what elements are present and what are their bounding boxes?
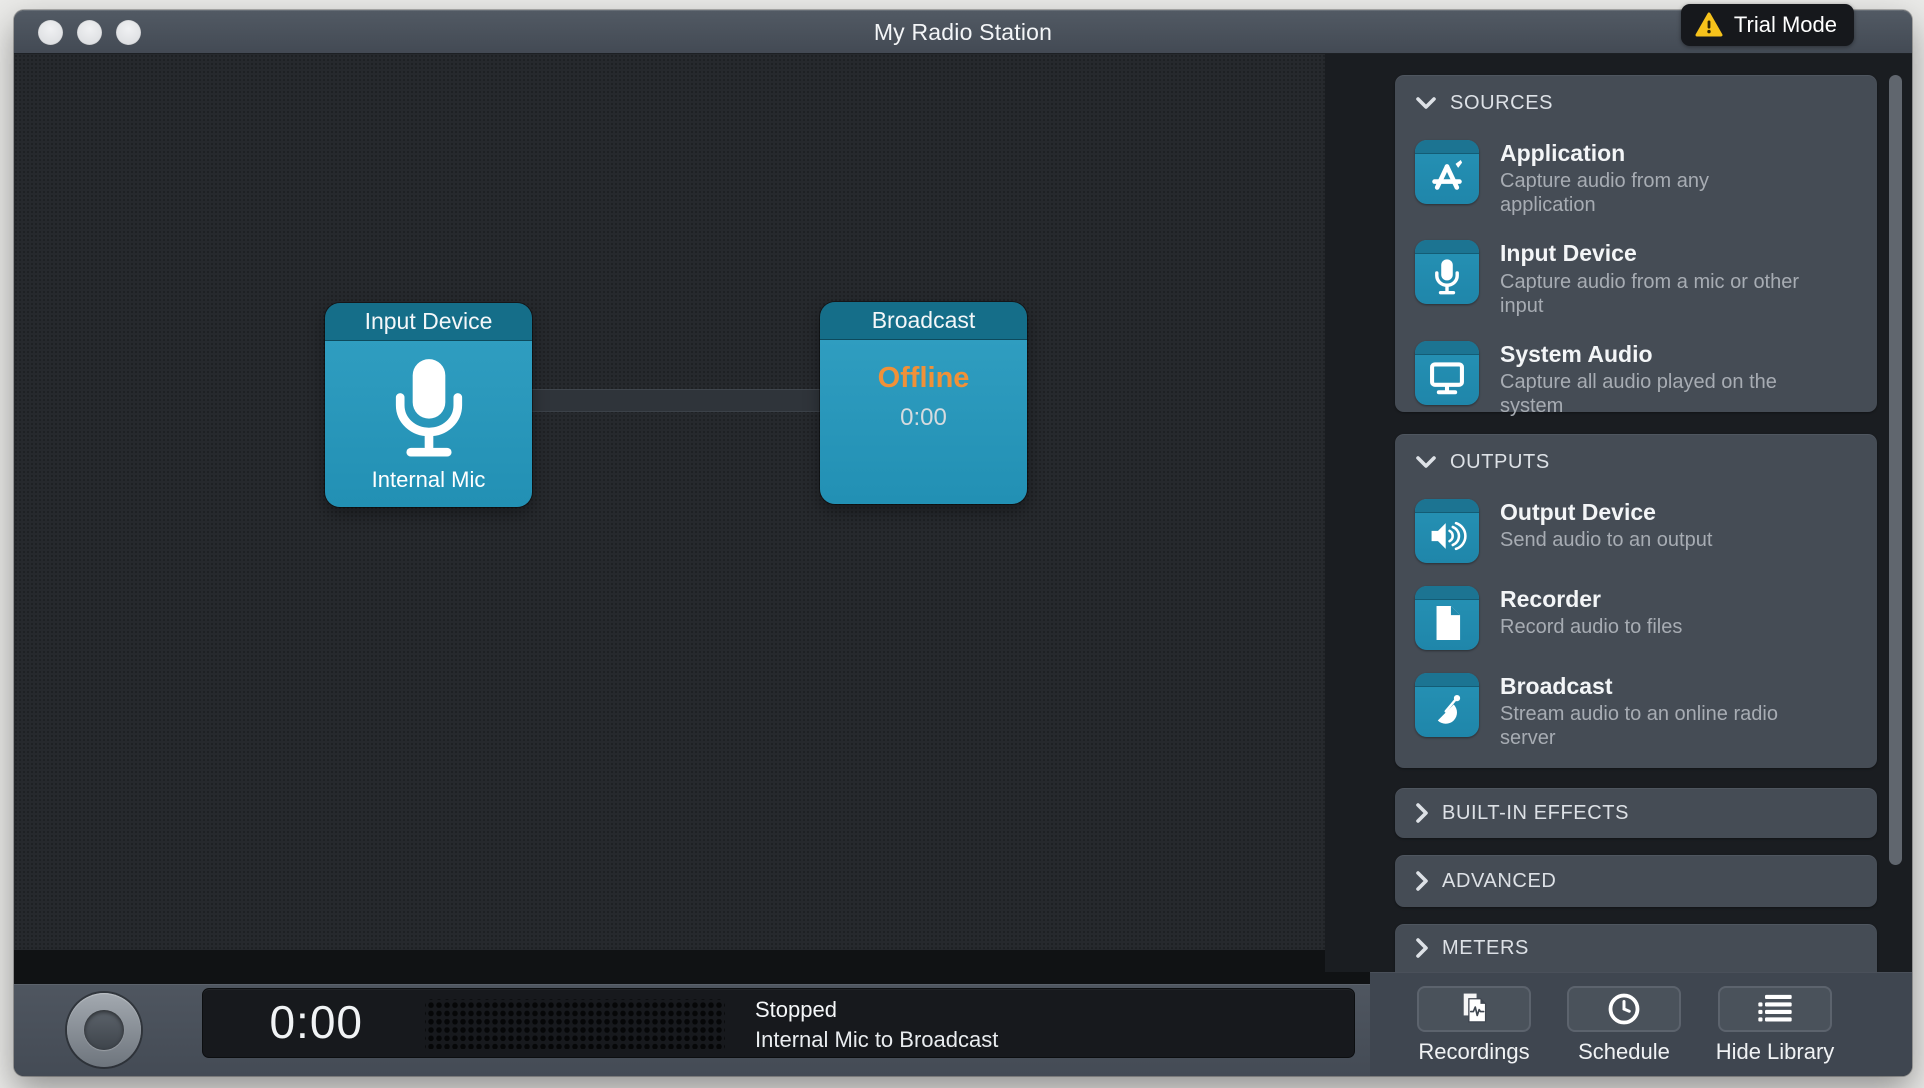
library-item-input-device[interactable]: Input Device Capture audio from a mic or… [1415, 240, 1857, 317]
pipeline-description: Internal Mic to Broadcast [755, 1027, 999, 1052]
transport-status: Stopped [755, 997, 837, 1022]
advanced-section[interactable]: ADVANCED [1395, 855, 1877, 907]
item-description: Stream audio to an online radio server [1500, 703, 1778, 750]
sources-section: SOURCES Application Capture audio from a… [1395, 75, 1877, 417]
item-title: Recorder [1500, 586, 1601, 612]
zoom-window-button[interactable] [116, 20, 141, 45]
microphone-icon [1415, 240, 1479, 305]
outputs-section-header[interactable]: OUTPUTS [1415, 448, 1857, 476]
trial-mode-label: Trial Mode [1733, 12, 1837, 37]
item-title: System Audio [1500, 340, 1653, 367]
library-item-output-device[interactable]: Output Device Send audio to an output [1415, 499, 1857, 563]
broadcast-time: 0:00 [900, 404, 947, 431]
broadcast-status: Offline [877, 362, 970, 394]
item-title: Broadcast [1500, 673, 1613, 699]
transport-display: 0:00 Stopped Internal Mic to Broadcast [202, 988, 1355, 1058]
library-item-broadcast[interactable]: Broadcast Stream audio to an online radi… [1415, 673, 1857, 750]
chevron-down-icon [1415, 455, 1437, 469]
list-icon [1755, 992, 1795, 1026]
meters-section[interactable]: METERS [1395, 924, 1877, 972]
sidebar-scrollbar[interactable] [1889, 75, 1902, 865]
window-title: My Radio Station [873, 18, 1053, 45]
chevron-right-icon [1415, 802, 1429, 824]
clock-icon [1606, 991, 1642, 1027]
library-item-application[interactable]: Application Capture audio from any appli… [1415, 140, 1857, 217]
library-item-recorder[interactable]: Recorder Record audio to files [1415, 586, 1857, 650]
node-device-label: Internal Mic [371, 467, 486, 492]
item-description: Capture all audio played on the system [1500, 371, 1777, 418]
node-title: Input Device [325, 303, 532, 341]
chevron-down-icon [1415, 96, 1437, 110]
minimize-window-button[interactable] [77, 20, 102, 45]
library-footer: Recordings Schedule [1370, 972, 1912, 1076]
session-timer: 0:00 [269, 996, 363, 1048]
recordings-icon [1457, 991, 1491, 1027]
item-description: Capture audio from any application [1500, 170, 1710, 217]
item-description: Capture audio from a mic or other input [1500, 270, 1800, 317]
sources-section-header[interactable]: SOURCES [1415, 89, 1857, 117]
close-window-button[interactable] [38, 20, 63, 45]
chevron-right-icon [1415, 937, 1429, 959]
file-icon [1415, 586, 1479, 650]
node-title: Broadcast [820, 302, 1027, 340]
record-button[interactable] [67, 993, 141, 1067]
audio-connection [532, 389, 822, 412]
schedule-label: Schedule [1578, 1039, 1670, 1064]
hide-library-button[interactable] [1718, 986, 1832, 1032]
canvas-bottom-strip [14, 950, 1370, 984]
microphone-icon [381, 357, 477, 461]
item-title: Input Device [1500, 240, 1637, 267]
speaker-icon [1415, 499, 1479, 563]
title-bar: My Radio Station [14, 10, 1912, 54]
item-description: Send audio to an output [1500, 529, 1713, 552]
trial-mode-badge[interactable]: Trial Mode [1680, 4, 1854, 46]
sidebar-gutter [1325, 54, 1370, 972]
warning-icon [1695, 12, 1723, 38]
satellite-dish-icon [1415, 673, 1479, 737]
traffic-lights [38, 20, 141, 45]
item-description: Record audio to files [1500, 616, 1683, 639]
display-icon [1415, 340, 1479, 405]
outputs-section: OUTPUTS Output Device Send audio to an o… [1395, 434, 1877, 768]
library-item-system-audio[interactable]: System Audio Capture all audio played on… [1415, 340, 1857, 418]
node-broadcast[interactable]: Broadcast Offline 0:00 [820, 302, 1027, 504]
chevron-right-icon [1415, 870, 1429, 892]
built-in-effects-section[interactable]: BUILT-IN EFFECTS [1395, 788, 1877, 838]
node-input-device[interactable]: Input Device Internal Mic [325, 303, 532, 507]
recordings-label: Recordings [1418, 1039, 1530, 1064]
item-title: Application [1500, 140, 1626, 166]
schedule-button[interactable] [1567, 986, 1681, 1032]
pipeline-canvas[interactable]: Input Device Internal Mic Broadcast Offl… [14, 54, 1370, 950]
app-window: My Radio Station Trial Mode Input Device [14, 4, 1912, 1076]
transport-bar: 0:00 Stopped Internal Mic to Broadcast [14, 984, 1370, 1076]
item-title: Output Device [1500, 499, 1656, 525]
hide-library-label: Hide Library [1715, 1039, 1835, 1064]
application-icon [1415, 140, 1479, 204]
recordings-button[interactable] [1417, 986, 1531, 1032]
vu-meter [425, 999, 725, 1049]
